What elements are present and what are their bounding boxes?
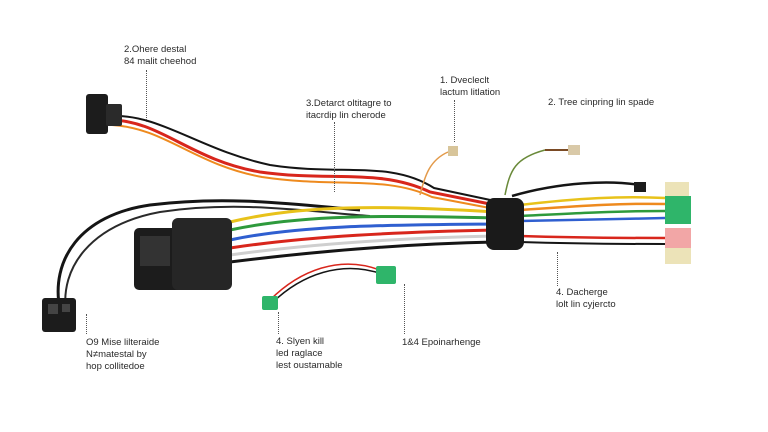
wire-right-black (519, 241, 666, 245)
wire-bundle-blue (229, 222, 496, 242)
callout-label-c4: 2. Tree cinpring lin spade (548, 97, 655, 108)
connector-right-sleeve (486, 198, 524, 250)
wire-black-top (111, 114, 496, 202)
wire-bundle-green (229, 214, 496, 232)
wire-red-top (109, 118, 496, 207)
wire-right-yellow (519, 196, 666, 207)
wire-right-red (519, 234, 666, 240)
wire-orange-top (111, 124, 496, 210)
wire-bundle-white (229, 234, 496, 257)
wire-bundle-black (229, 240, 496, 264)
connector-green-pigtail (262, 266, 396, 310)
connector-bottom-left (42, 298, 76, 332)
callout-label-c6: 1&4 Epoinarhenge (402, 337, 481, 348)
wire-bundle-red (229, 228, 496, 250)
wire-right-blue (519, 216, 666, 223)
wire-black-loop (56, 199, 361, 311)
wire-thin-orange (419, 151, 449, 196)
connector-center-large (134, 218, 232, 290)
leader-c5 (557, 252, 558, 286)
wire-black-loop-2 (64, 205, 371, 313)
wire-pigtail-red (269, 263, 381, 301)
leader-c1 (146, 70, 147, 122)
leader-c2 (334, 122, 335, 192)
wire-right-top-black (511, 181, 641, 198)
connector-small-top (448, 145, 580, 156)
leader-c8 (86, 314, 87, 334)
wire-right-green (519, 209, 666, 218)
wire-bundle-yellow (229, 206, 496, 224)
leader-c3 (454, 100, 455, 142)
leader-c7 (278, 312, 279, 334)
connector-top-left (86, 94, 122, 134)
wire-right-orange (519, 202, 666, 212)
wire-pigtail-black (271, 267, 383, 304)
leader-c6 (404, 284, 405, 334)
wire-thin-green (504, 149, 546, 196)
connector-right-terminals (634, 182, 691, 264)
